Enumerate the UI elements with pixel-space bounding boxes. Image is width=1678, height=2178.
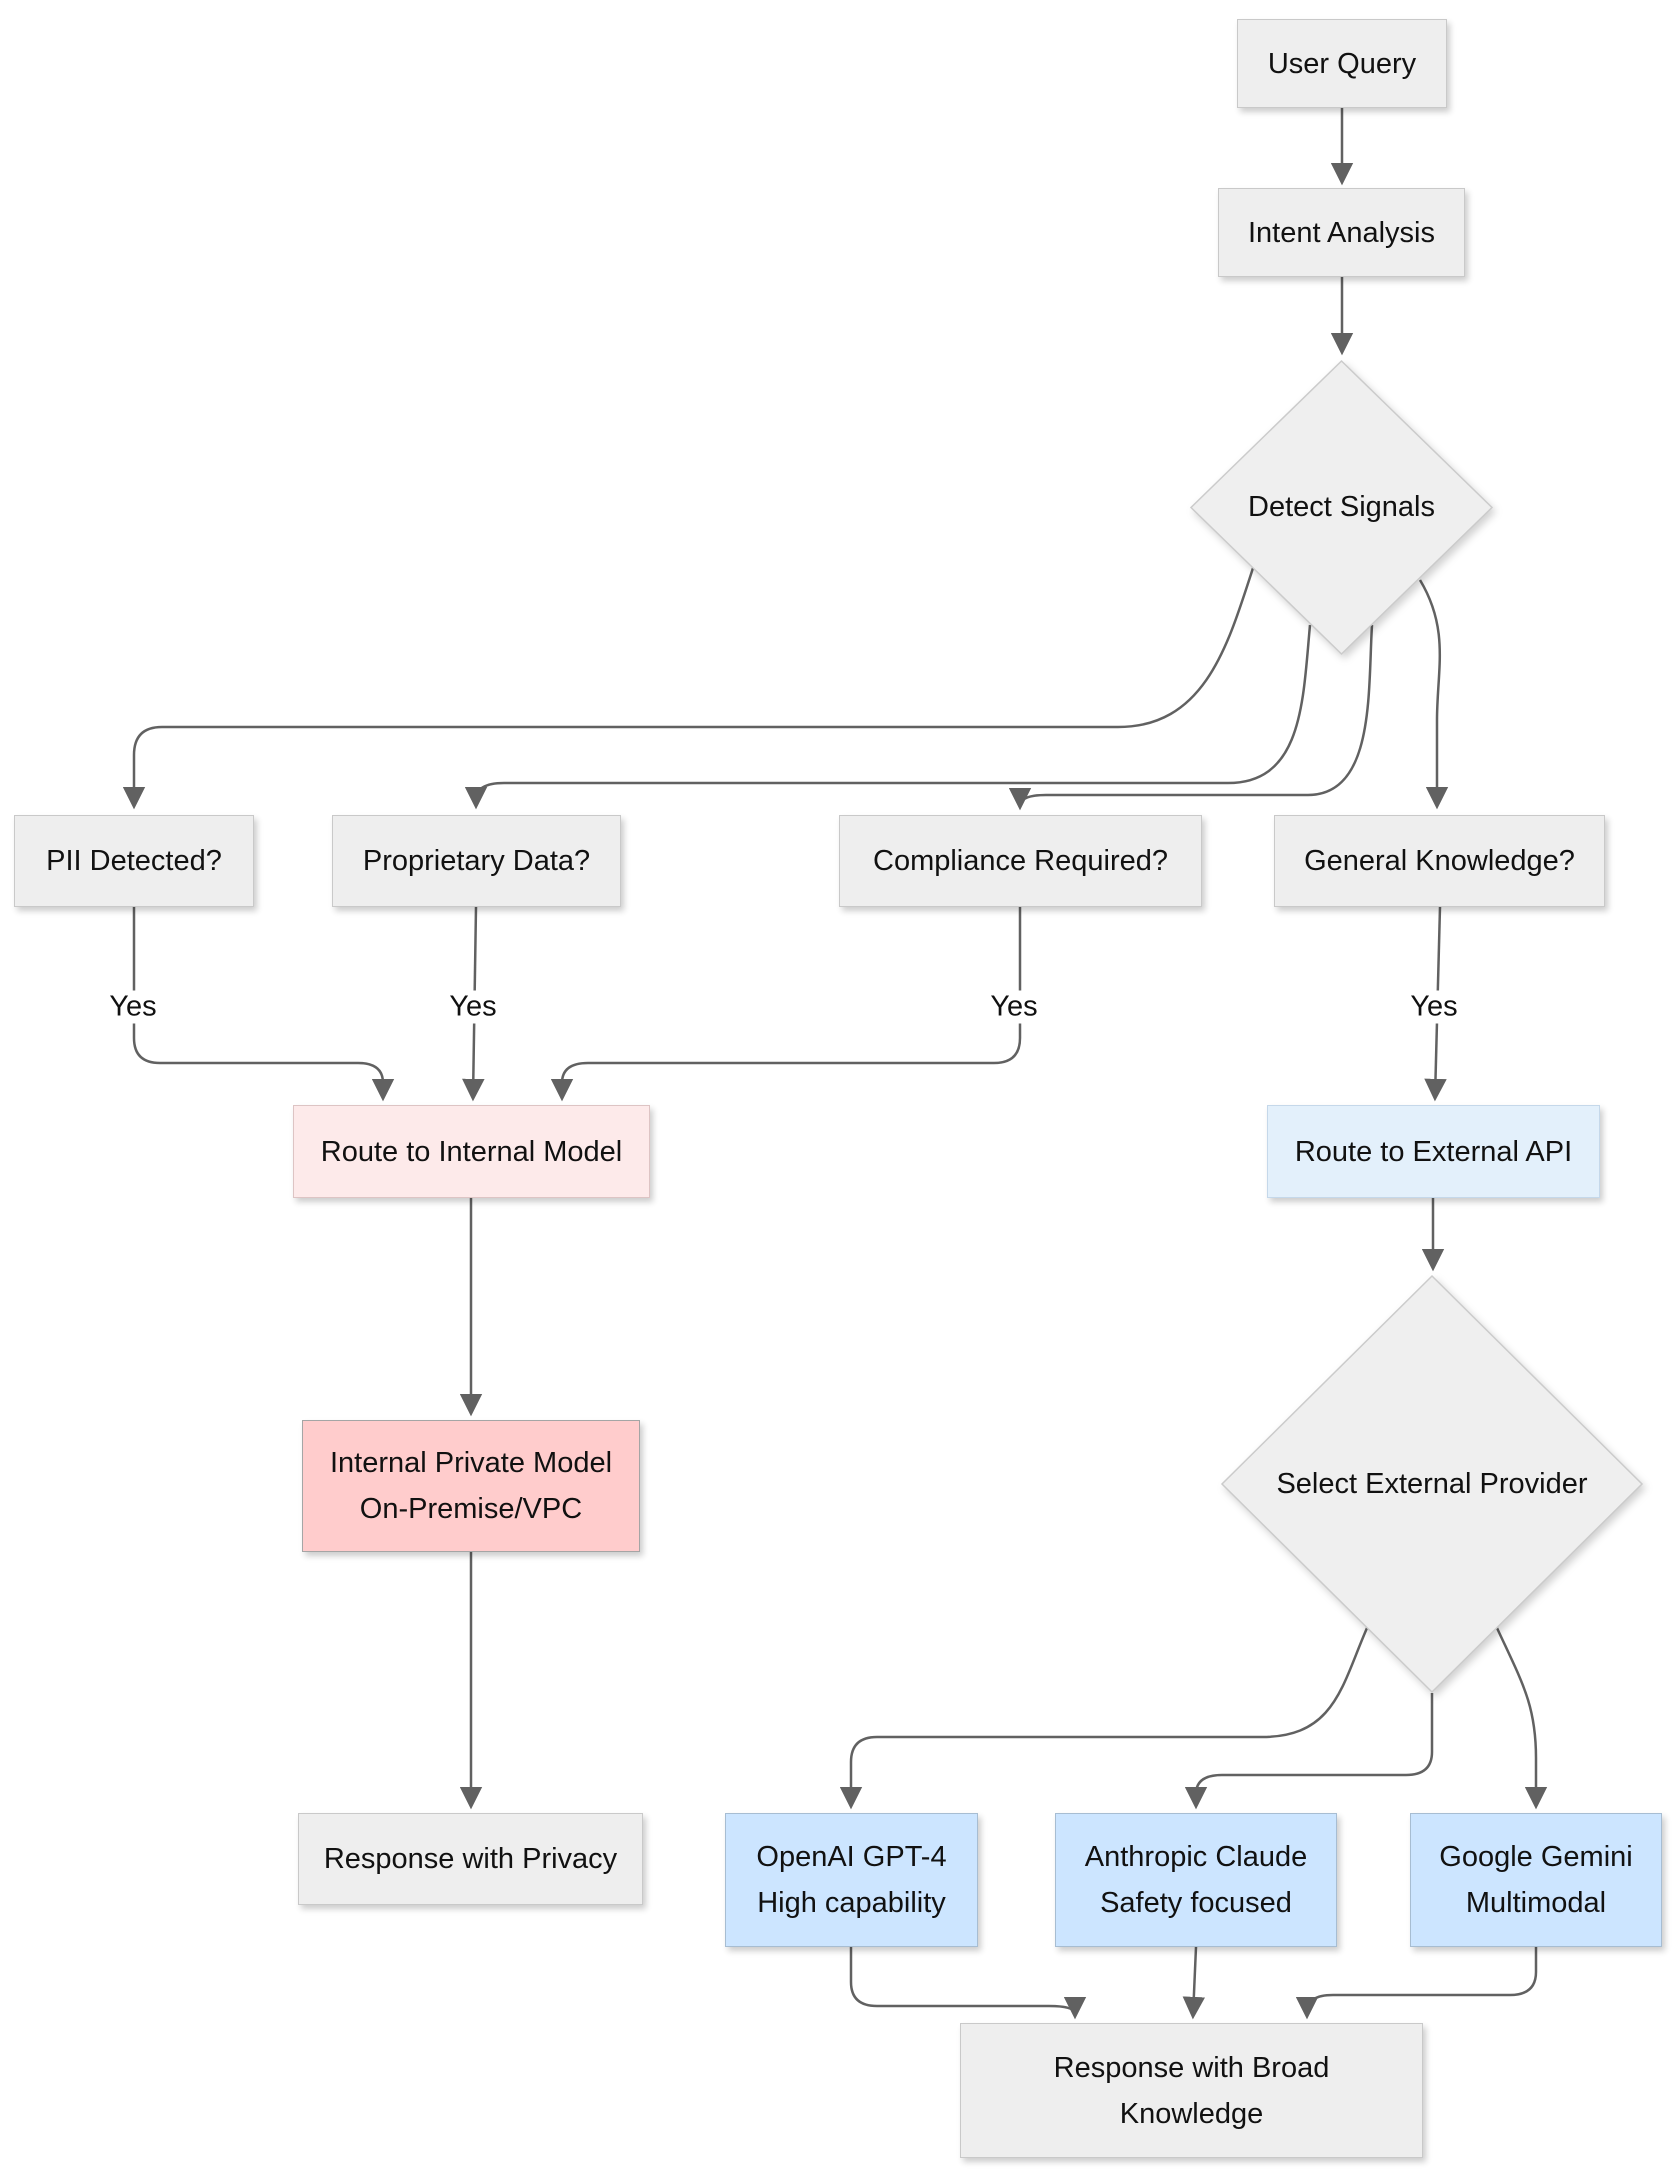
- node-openai-gpt4-label-line2: High capability: [757, 1887, 946, 1919]
- edge-detect-signals-to-general: [1418, 579, 1449, 810]
- node-route-to-external-api-label: Route to External API: [1294, 1135, 1573, 1168]
- node-route-to-external-api: Route to External API: [1267, 1105, 1600, 1198]
- node-intent-analysis-label: Intent Analysis: [1248, 216, 1435, 249]
- node-anthropic-claude-label-line2: Safety focused: [1100, 1887, 1292, 1919]
- node-detect-signals: Detect Signals: [1189, 359, 1494, 656]
- edge-select-provider-to-anthropic: [1184, 1693, 1434, 1810]
- node-user-query-label: User Query: [1267, 47, 1417, 80]
- node-internal-private-model-label-line1: Internal Private Model: [329, 1447, 613, 1479]
- edge-label-proprietary-yes: Yes: [441, 990, 505, 1024]
- node-general-knowledge: General Knowledge?: [1274, 815, 1605, 907]
- node-internal-private-model: Internal Private Model On-Premise/VPC: [302, 1420, 640, 1552]
- edge-detect-signals-to-pii: [122, 567, 1255, 810]
- node-response-broad-label-line1: Response with Broad: [1053, 2051, 1330, 2084]
- node-response-with-privacy: Response with Privacy: [298, 1813, 643, 1905]
- edge-openai-to-response-broad: [849, 1947, 1087, 2020]
- node-response-broad-label-line2: Knowledge: [1119, 2097, 1264, 2130]
- edge-detect-signals-to-proprietary: [464, 624, 1312, 810]
- edge-label-pii-yes: Yes: [101, 990, 165, 1024]
- node-google-gemini: Google Gemini Multimodal: [1410, 1813, 1662, 1947]
- node-openai-gpt4: OpenAI GPT-4 High capability: [725, 1813, 978, 1947]
- node-select-external-provider: Select External Provider: [1220, 1274, 1644, 1694]
- edge-anthropic-to-response-broad: [1182, 1946, 1206, 2020]
- node-route-to-internal-model-label: Route to Internal Model: [320, 1135, 623, 1168]
- node-pii-detected: PII Detected?: [14, 815, 254, 907]
- edge-label-general-yes: Yes: [1402, 990, 1466, 1024]
- node-select-external-provider-label: Select External Provider: [1276, 1467, 1588, 1500]
- node-pii-detected-label: PII Detected?: [46, 845, 222, 877]
- node-general-knowledge-label: General Knowledge?: [1304, 845, 1575, 877]
- node-route-to-internal-model: Route to Internal Model: [293, 1105, 650, 1198]
- edge-gemini-to-response-broad: [1295, 1947, 1538, 2020]
- edge-detect-signals-to-compliance: [1008, 624, 1374, 811]
- node-google-gemini-label-line2: Multimodal: [1465, 1887, 1607, 1919]
- edge-label-compliance-yes: Yes: [982, 990, 1046, 1024]
- node-proprietary-data-label: Proprietary Data?: [362, 845, 591, 877]
- node-detect-signals-label: Detect Signals: [1248, 491, 1435, 523]
- node-compliance-required: Compliance Required?: [839, 815, 1202, 907]
- node-google-gemini-label-line1: Google Gemini: [1439, 1841, 1633, 1873]
- node-proprietary-data: Proprietary Data?: [332, 815, 621, 907]
- node-response-with-broad-knowledge: Response with Broad Knowledge: [960, 2023, 1423, 2158]
- node-intent-analysis: Intent Analysis: [1218, 188, 1465, 277]
- node-compliance-required-label: Compliance Required?: [873, 845, 1168, 877]
- edge-select-provider-to-openai: [839, 1627, 1369, 1810]
- edge-pii-yes-to-route-internal: [132, 907, 395, 1102]
- node-anthropic-claude-label-line1: Anthropic Claude: [1084, 1841, 1308, 1873]
- edge-select-provider-to-gemini: [1495, 1627, 1548, 1810]
- select-provider-diamond-shape: [1220, 1274, 1644, 1694]
- detect-signals-diamond-shape: [1189, 359, 1494, 656]
- node-user-query: User Query: [1237, 19, 1447, 108]
- node-anthropic-claude: Anthropic Claude Safety focused: [1055, 1813, 1337, 1947]
- edge-compliance-yes-to-route-internal: [550, 907, 1022, 1102]
- node-internal-private-model-label-line2: On-Premise/VPC: [359, 1493, 583, 1525]
- node-response-with-privacy-label: Response with Privacy: [323, 1843, 618, 1875]
- node-openai-gpt4-label-line1: OpenAI GPT-4: [756, 1841, 947, 1873]
